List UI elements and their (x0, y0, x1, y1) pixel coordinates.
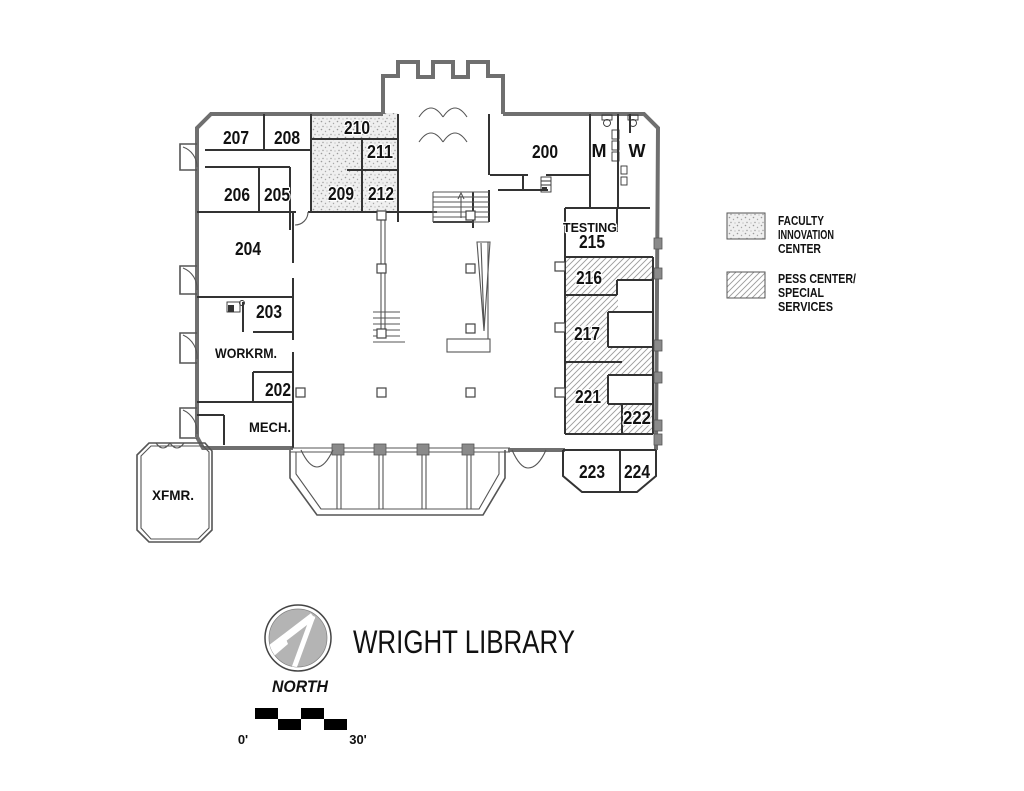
room-label-200: 200 (532, 142, 558, 162)
room-label-211: 211 (367, 142, 393, 162)
room-label-208: 208 (274, 128, 300, 148)
scale-bar: 0' 30' (237, 708, 368, 748)
scale-end-label: 30' (349, 732, 367, 747)
unhatched-room (618, 281, 653, 311)
room-label-212: 212 (368, 184, 394, 204)
title-block: NORTH WRIGHT LIBRARY 0' 30' (237, 604, 575, 748)
scale-start-label: 0' (238, 732, 248, 747)
room-label-womens: W (629, 141, 646, 161)
entrance-vestibule-wall (381, 60, 505, 114)
room-label-224: 224 (624, 462, 650, 482)
room-label-217: 217 (574, 324, 600, 344)
xfmr-enclosure (136, 442, 213, 543)
fixtures (226, 114, 639, 313)
restroom-fixtures (601, 114, 639, 186)
legend-label: PESS CENTER/ (778, 272, 856, 286)
room-label-223: 223 (579, 462, 605, 482)
legend-label: INNOVATION (778, 228, 834, 242)
legend: FACULTY INNOVATION CENTER PESS CENTER/ S… (726, 212, 858, 315)
interior-walls (197, 114, 657, 493)
room-labels: 207 208 210 211 209 212 206 205 204 203 … (151, 117, 653, 505)
southwest-wall (195, 436, 293, 450)
room-label-222: 222 (623, 408, 651, 428)
desk-icon (226, 300, 245, 313)
legend-swatch-faculty-innovation-center (726, 212, 766, 240)
columns (295, 210, 476, 398)
wall-alcoves (179, 143, 663, 446)
south-porch (289, 443, 510, 516)
room-label-206: 206 (224, 185, 250, 205)
legend-label: SERVICES (778, 300, 833, 314)
west-north-wall (195, 112, 383, 437)
room-label-mech: MECH. (249, 419, 291, 435)
room-label-202: 202 (265, 380, 291, 400)
exterior-walls (195, 60, 661, 452)
room-label-203: 203 (256, 302, 282, 322)
legend-label: FACULTY (778, 214, 825, 228)
room-label-207: 207 (223, 128, 249, 148)
room-label-215: 215 (579, 232, 605, 252)
room-label-testing: TESTING (563, 220, 617, 235)
room-label-209: 209 (328, 184, 354, 204)
atrium (373, 191, 491, 353)
room-label-221: 221 (575, 387, 601, 407)
room-label-workrm: WORKRM. (215, 345, 277, 361)
legend-label: SPECIAL (778, 286, 824, 300)
door-swings (182, 107, 547, 469)
unhatched-room (609, 376, 653, 403)
legend-swatch-pess-center (726, 271, 766, 299)
room-label-216: 216 (576, 268, 602, 288)
faculty-innovation-center-area (311, 113, 398, 212)
unhatched-room (609, 313, 653, 346)
north-label: NORTH (272, 677, 329, 696)
room-label-xfmr: XFMR. (152, 487, 194, 503)
room-label-205: 205 (264, 185, 290, 205)
porch-columns (336, 455, 472, 509)
room-label-210: 210 (344, 118, 370, 138)
stair-arrow (457, 191, 465, 218)
room-label-mens: M (592, 141, 607, 161)
page-title: WRIGHT LIBRARY (353, 624, 575, 660)
north-east-wall (503, 112, 661, 451)
copier-icon (540, 176, 552, 193)
ramp (476, 241, 491, 332)
north-arrow (264, 604, 332, 672)
legend-label: CENTER (778, 242, 821, 256)
room-label-204: 204 (235, 239, 261, 259)
